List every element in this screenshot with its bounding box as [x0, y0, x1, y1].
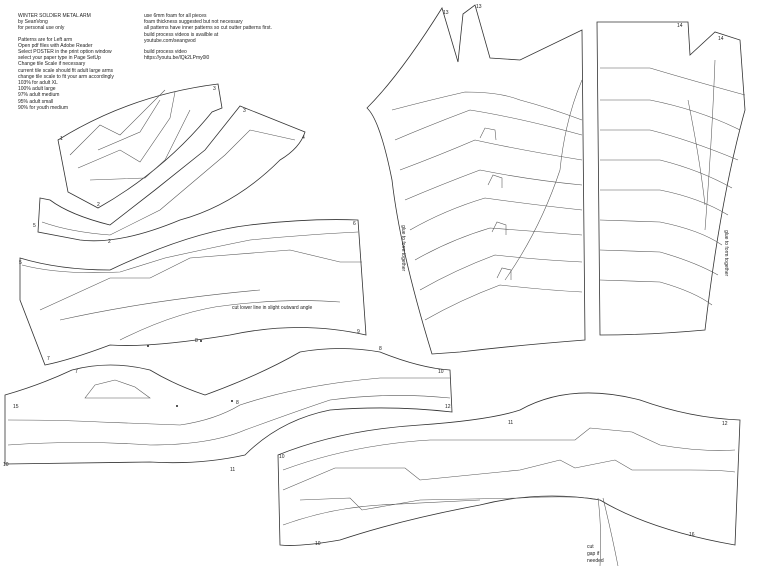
piece-number: 3 — [213, 86, 216, 92]
piece-number: 14 — [677, 23, 683, 29]
piece-number: 8 — [195, 338, 198, 344]
glue-instruction: glue to form together — [400, 225, 406, 271]
piece-number: 13 — [443, 10, 449, 16]
note-line: 97% adult medium — [18, 92, 60, 99]
piece-number: 7 — [75, 369, 78, 375]
note-line: https://youtu.be/lQk2LPmy0l0 — [144, 55, 210, 62]
note-line: build process videos is availble at — [144, 31, 219, 38]
piece-number: 1 — [60, 136, 63, 142]
note-line: Patterns are for Left arm — [18, 36, 73, 43]
note-line: 100% adult large — [18, 86, 56, 93]
piece-number: 5 — [33, 223, 36, 229]
note-line: select your paper type in Page SetUp — [18, 55, 101, 62]
note-line: current tile scale should fit adult larg… — [18, 67, 114, 74]
cut-instruction: cut lower line in slight outward angle — [232, 305, 313, 311]
alignment-dot — [200, 340, 202, 342]
piece-number: 8 — [379, 346, 382, 352]
instructions-left: WINTER SOLDIER METAL ARM by SeanVong for… — [18, 13, 114, 111]
piece-number: 6 — [353, 221, 356, 227]
cut-gap-note: needed — [587, 558, 604, 564]
piece-number: 8 — [236, 400, 239, 406]
instructions-right: use 6mm foam for all pieces foam thickne… — [144, 13, 272, 61]
piece-number: 9 — [357, 329, 360, 335]
piece-number: 7 — [47, 356, 50, 362]
alignment-dot — [147, 345, 149, 347]
note-line: build process video — [144, 49, 187, 56]
note-line: by SeanVong — [18, 19, 48, 26]
piece-number: 15 — [13, 404, 19, 410]
piece-number: 13 — [476, 4, 482, 10]
piece-number: 2 — [108, 239, 111, 245]
note-line: WINTER SOLDIER METAL ARM — [18, 13, 91, 19]
alignment-dot — [231, 400, 233, 402]
piece-number: 16 — [689, 532, 695, 538]
piece-number: 10 — [3, 462, 9, 468]
piece-number: 11 — [508, 420, 513, 426]
glue-instruction: glue to form together — [723, 230, 729, 276]
pattern-piece-3-strip — [37, 105, 306, 242]
note-line: use 6mm foam for all pieces — [144, 13, 207, 19]
note-line: Open pdf files with Adobe Reader — [18, 42, 93, 49]
piece-number: 11 — [230, 467, 235, 473]
note-line: 90% for youth medium — [18, 104, 69, 111]
piece-number: 14 — [718, 36, 724, 42]
piece-number: 2 — [97, 202, 100, 208]
pattern-piece-10 — [277, 392, 741, 567]
cut-gap-note: cut — [587, 544, 594, 550]
piece-number: 10 — [315, 541, 321, 547]
piece-number: 12 — [445, 404, 451, 410]
note-line: all patterns have inner patterns so cut … — [144, 25, 272, 32]
piece-number: 12 — [722, 421, 728, 427]
pattern-piece-5 — [19, 219, 367, 366]
note-line: foam thickness suggested but not necessa… — [144, 19, 243, 26]
pattern-piece-1 — [57, 83, 223, 209]
note-line: change tile scale to fit your arm accord… — [18, 73, 114, 80]
piece-number: 10 — [438, 369, 444, 375]
cut-gap-note: gap if — [587, 551, 600, 557]
note-line: Change tile Scale if necessary — [18, 61, 86, 68]
piece-number: 5 — [19, 260, 22, 266]
pattern-piece-13 — [366, 4, 586, 355]
pattern-piece-7 — [4, 348, 453, 465]
note-line: for personal use only — [18, 25, 65, 32]
note-line: youtube.com/seangvod — [144, 37, 196, 44]
piece-number: 4 — [302, 135, 305, 141]
note-line: 95% adult small — [18, 98, 54, 105]
pattern-piece-14 — [596, 21, 746, 336]
piece-number: 3 — [243, 108, 246, 114]
alignment-dot — [176, 405, 178, 407]
piece-number: 10 — [279, 454, 285, 460]
note-line: Select POSTER in the print option window — [18, 49, 112, 56]
note-line: 103% for adult XL — [18, 80, 58, 87]
